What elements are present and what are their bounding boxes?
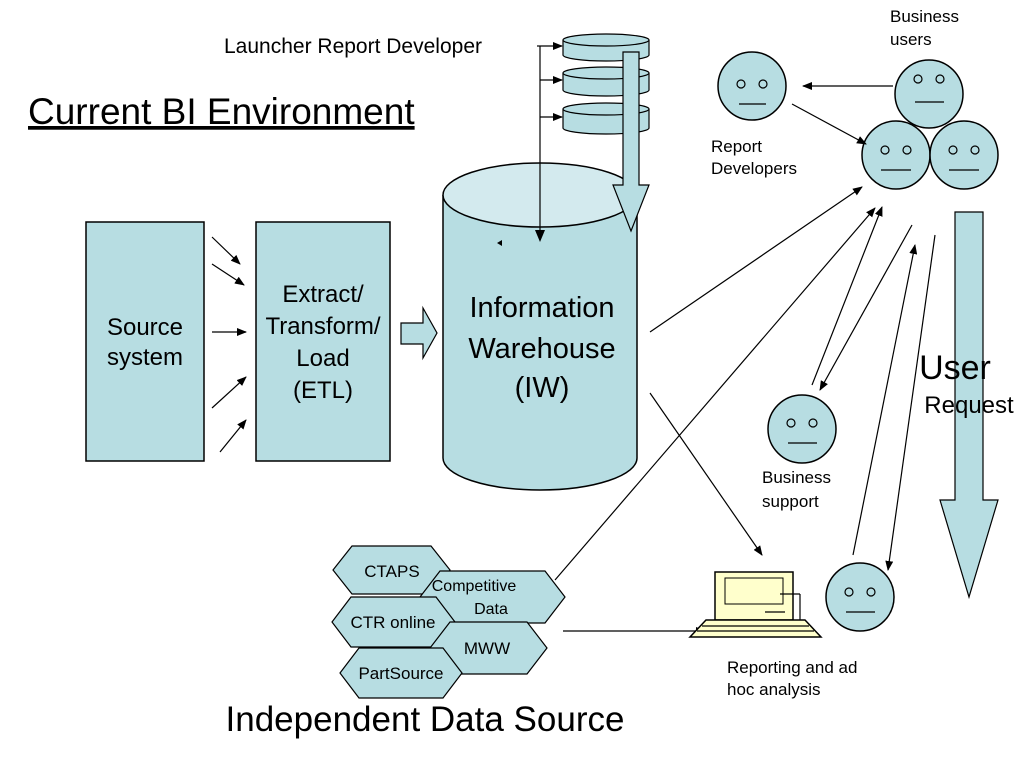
information-warehouse-cylinder: Information Warehouse (IW) <box>442 162 638 491</box>
page-title: Current BI Environment <box>28 91 415 132</box>
business-support-label-2: support <box>762 492 819 511</box>
data-source-ctr-online: CTR online <box>331 596 456 648</box>
business-support-label-1: Business <box>762 468 831 487</box>
etl-box: Extract/ Transform/ Load (ETL) <box>255 221 391 462</box>
warehouse-label-2: Warehouse <box>468 333 615 365</box>
business-user-smiley-icon-right <box>929 120 999 190</box>
partsource-label: PartSource <box>358 664 443 683</box>
launcher-bracket-arrows <box>535 42 563 242</box>
analyst-smiley-icon <box>825 562 895 632</box>
business-user-smiley-icon-top <box>894 59 964 129</box>
small-marker <box>497 240 502 246</box>
computer-workstation-icon <box>688 571 823 638</box>
source-system-label-2: system <box>107 344 183 371</box>
etl-label-3: Load <box>296 345 349 372</box>
business-users-label-2: users <box>890 30 932 49</box>
source-system-label-1: Source <box>107 314 183 341</box>
etl-label-2: Transform/ <box>265 313 380 340</box>
source-system-box: Source system <box>85 221 205 462</box>
user-request-label-1: User <box>919 349 991 387</box>
warehouse-label-3: (IW) <box>515 372 570 404</box>
business-support-smiley-icon <box>767 394 837 464</box>
etl-label-4: (ETL) <box>293 377 353 404</box>
etl-to-warehouse-arrow <box>400 305 438 361</box>
ctr-online-label: CTR online <box>350 613 435 632</box>
warehouse-label-1: Information <box>469 292 614 324</box>
disk-to-warehouse-arrow <box>612 51 650 233</box>
report-developer-smiley-icon <box>717 51 787 121</box>
reporting-label-2: hoc analysis <box>727 680 821 699</box>
reporting-label-1: Reporting and ad <box>727 658 857 677</box>
etl-label-1: Extract/ <box>282 281 364 308</box>
user-request-label-2: Request <box>924 392 1014 419</box>
independent-data-source-title: Independent Data Source <box>226 700 625 739</box>
data-source-ctaps: CTAPS <box>332 545 451 595</box>
data-source-mww: MWW <box>429 621 548 675</box>
data-source-partsource: PartSource <box>339 647 463 699</box>
mww-label: MWW <box>464 639 510 658</box>
people-connector-arrows <box>554 82 936 635</box>
report-developers-label-2: Developers <box>711 159 797 178</box>
ctaps-label: CTAPS <box>364 562 419 581</box>
report-developers-label-1: Report <box>711 137 762 156</box>
business-users-label-1: Business <box>890 7 959 26</box>
source-to-etl-arrows <box>211 236 247 453</box>
launcher-label: Launcher Report Developer <box>224 35 482 58</box>
competitive-data-label-2: Data <box>474 601 508 618</box>
user-request-arrow <box>939 211 999 600</box>
competitive-data-label-1: Competitive <box>432 578 517 595</box>
business-user-smiley-icon-left <box>861 120 931 190</box>
